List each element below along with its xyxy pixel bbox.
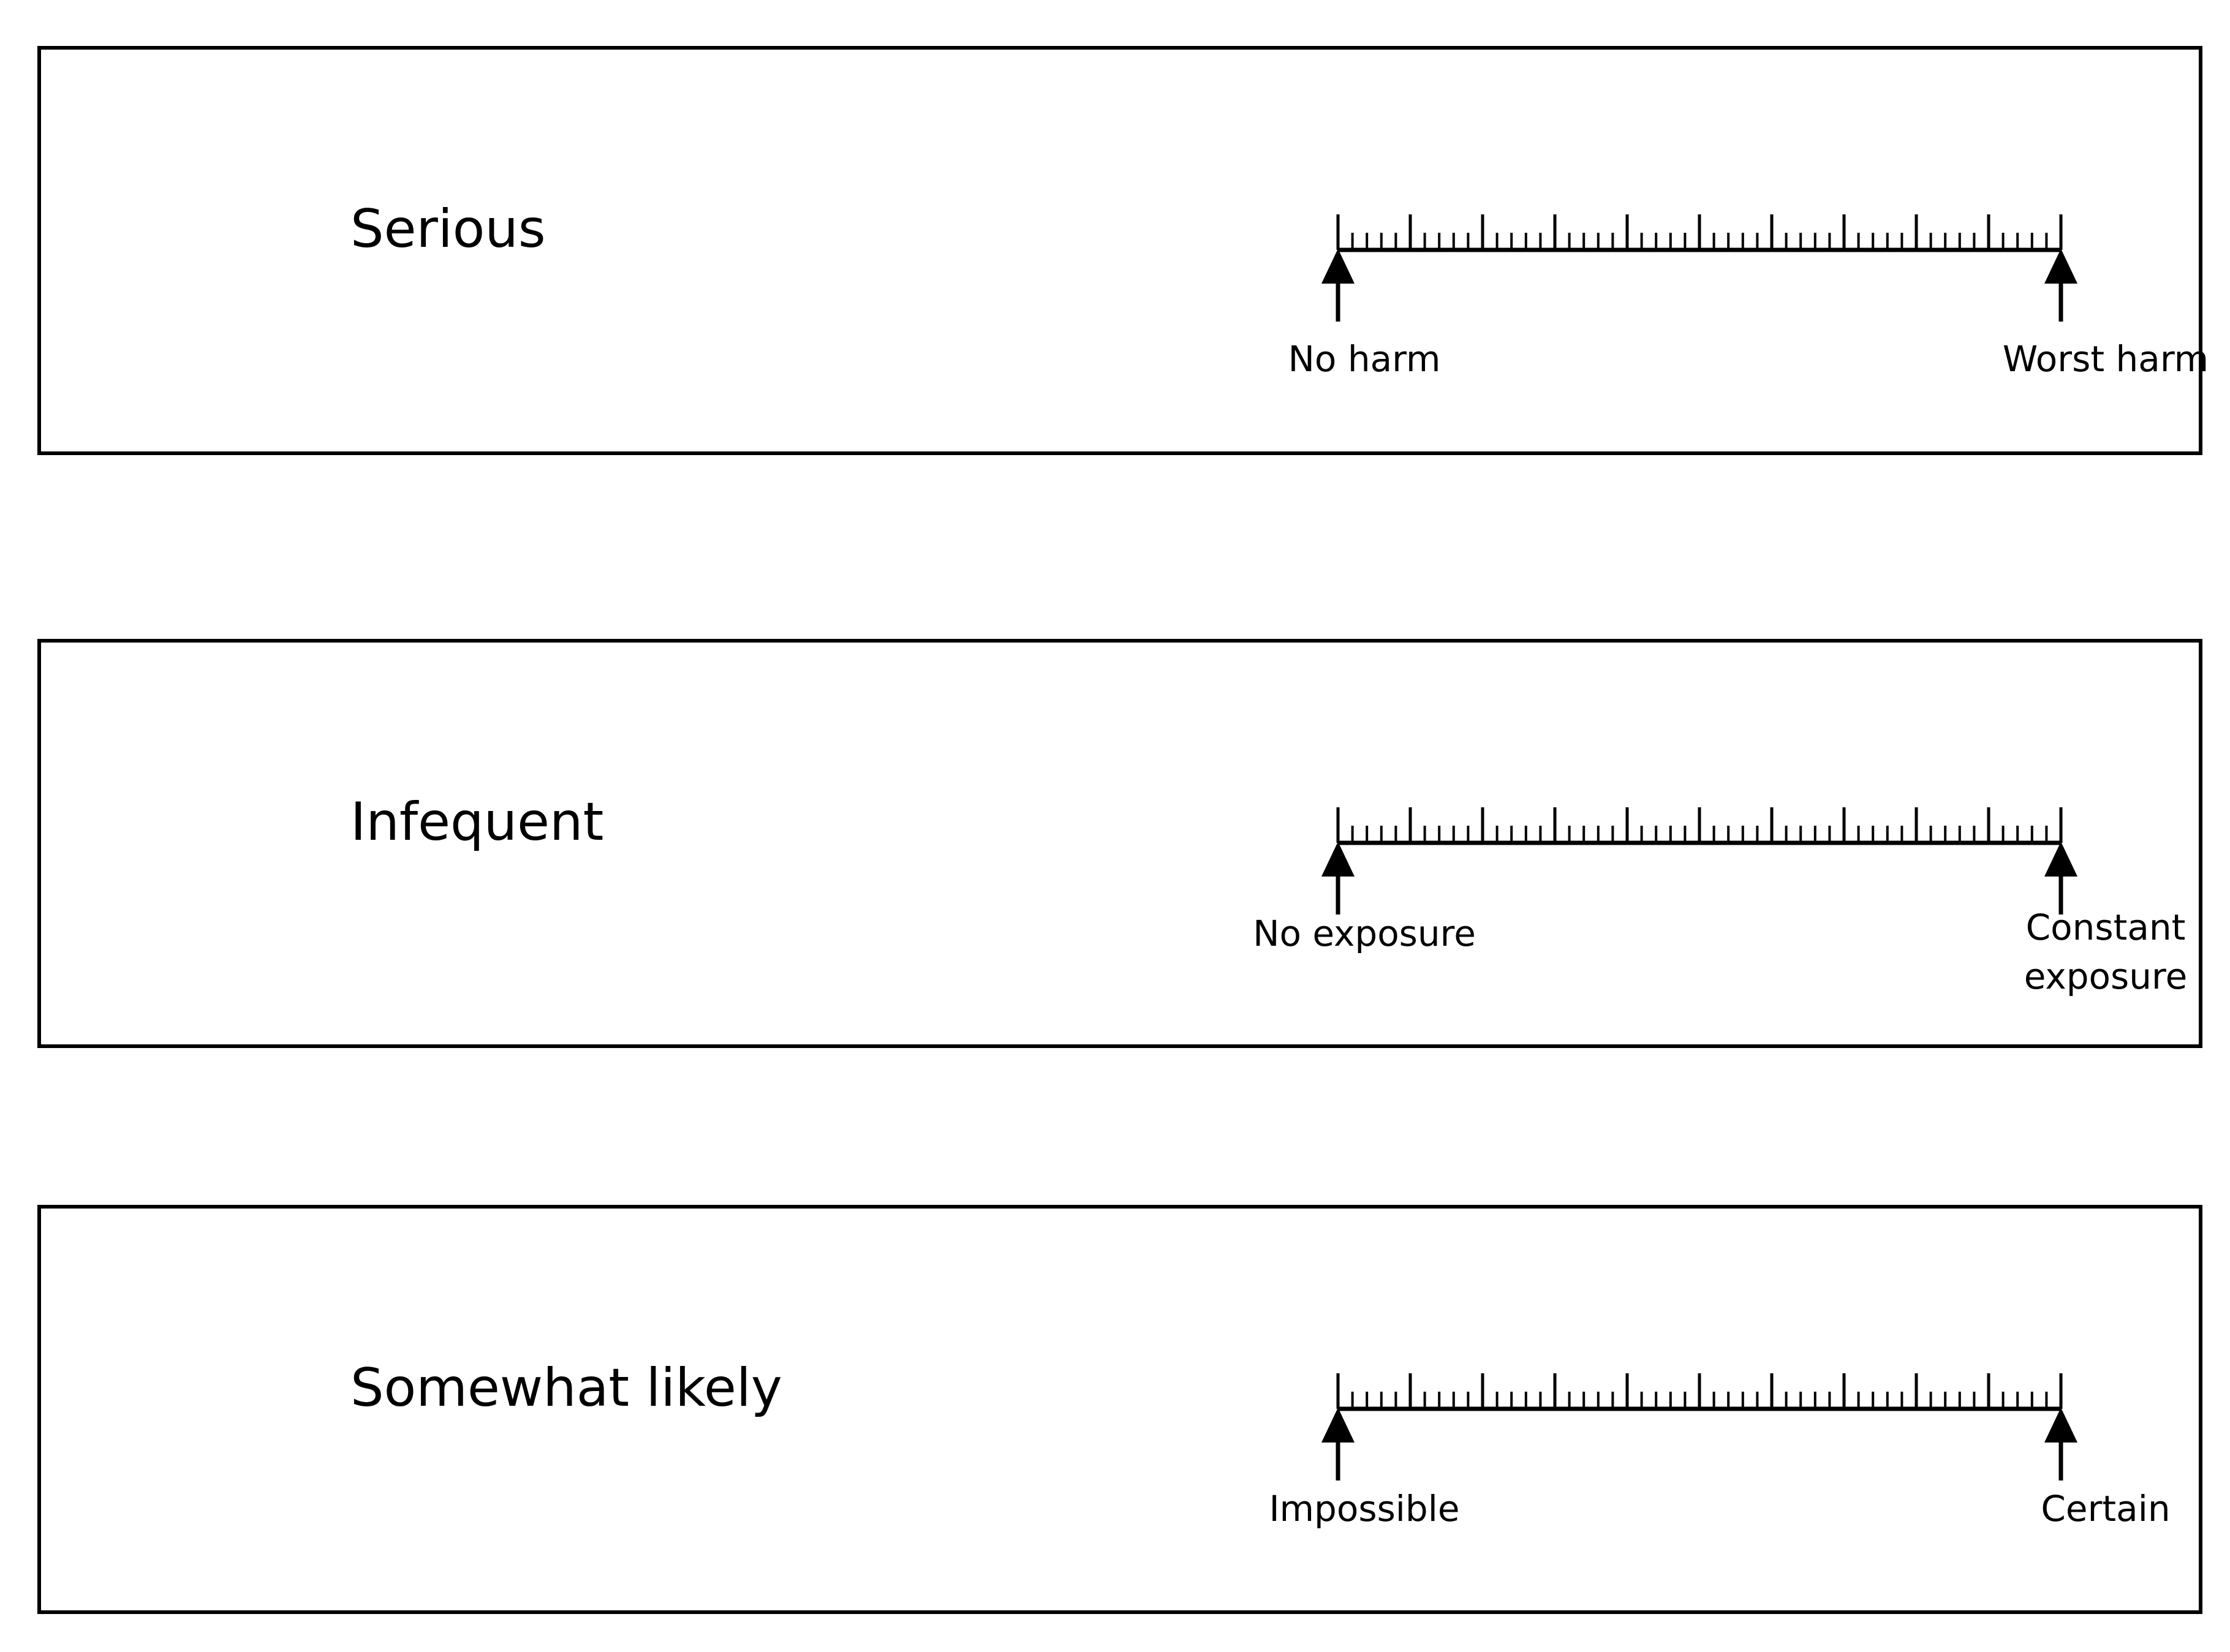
panel-frequency: Infequent No exposure Constant exposure <box>37 639 2202 1048</box>
panel-label-likelihood: Somewhat likely <box>350 1357 782 1419</box>
right-end-arrow-head <box>2044 1408 2077 1443</box>
left-end-label-likelihood: Impossible <box>1269 1488 1460 1529</box>
left-end-label-severity: No harm <box>1288 338 1441 380</box>
left-end-arrow-head <box>1321 1408 1355 1443</box>
scale-frequency <box>1321 807 2077 915</box>
panel-label-severity: Serious <box>350 198 546 260</box>
scale-severity <box>1321 214 2077 322</box>
panel-label-frequency: Infequent <box>350 791 604 853</box>
panel-severity: Serious No harm Worst harm <box>37 46 2209 455</box>
left-end-label-frequency: No exposure <box>1253 913 1476 954</box>
right-end-arrow-head <box>2044 249 2077 284</box>
left-end-arrow-head <box>1321 249 1355 284</box>
scale-likelihood <box>1321 1373 2077 1480</box>
right-end-label-frequency: Constant exposure <box>2024 907 2188 997</box>
left-end-arrow-head <box>1321 842 1355 877</box>
right-end-label-severity: Worst harm <box>2002 338 2209 380</box>
right-end-arrow-head <box>2044 842 2077 877</box>
panel-likelihood: Somewhat likely Impossible Certain <box>37 1205 2202 1614</box>
right-end-label-likelihood: Certain <box>2041 1488 2171 1529</box>
